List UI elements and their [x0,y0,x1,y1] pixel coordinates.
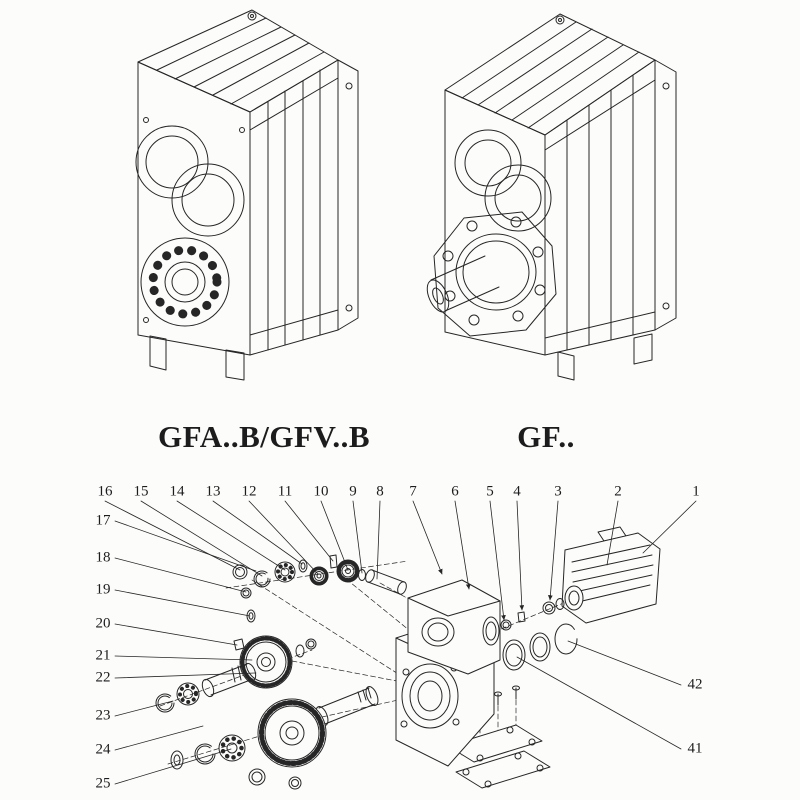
part-label-15: 15 [133,483,149,500]
output-flange [433,211,557,337]
intermediate-gear [239,635,293,689]
circlip [253,570,271,588]
part-label-21: 21 [95,647,111,664]
ball-bearing-mid [176,682,200,706]
part-label-11: 11 [277,483,293,500]
part-label-10: 10 [313,483,329,500]
part-label-3: 3 [554,483,562,500]
seal-rings-group [500,601,578,671]
intermediate-gear-group [155,635,317,713]
output-shaft-exploded [315,686,379,726]
ball-bearing-output [218,734,246,762]
part-label-22: 22 [95,669,111,686]
circlip-output [194,743,216,765]
part-label-20: 20 [95,615,111,632]
gearbox-left-drawing [135,9,359,381]
caption-right-model: GF.. [517,419,575,454]
part-label-7: 7 [409,483,417,500]
input-shaft-parts-group [232,554,407,651]
part-label-12: 12 [241,483,257,500]
part-label-1: 1 [692,483,700,500]
part-label-25: 25 [95,775,111,792]
key [329,554,338,569]
part-label-17: 17 [95,512,111,529]
pinion-shaft [201,662,257,698]
part-label-6: 6 [451,483,459,500]
circlip-mid [155,693,175,713]
small-gear-2 [309,566,329,586]
caption-left-model: GFA..B/GFV..B [157,419,371,454]
lifting-eye [555,15,565,25]
part-label-9: 9 [349,483,357,500]
leader-lines [104,500,697,785]
part-label-42: 42 [687,676,703,693]
gearbox-right-drawing [426,13,677,381]
motor-group [555,526,661,624]
lifting-eye [247,11,257,21]
output-gear [257,698,327,768]
input-boss-circle [135,125,209,199]
output-shaft [426,255,500,313]
part-label-23: 23 [95,707,111,724]
small-gear [336,559,360,583]
part-label-14: 14 [169,483,185,500]
part-label-16: 16 [97,483,113,500]
ball-bearing-small [274,561,296,583]
cover-plate-group [447,685,551,789]
exploded-view [104,500,697,790]
part-label-13: 13 [205,483,221,500]
part-label-24: 24 [95,741,111,758]
part-label-2: 2 [614,483,622,500]
part-label-19: 19 [95,581,111,598]
part-label-8: 8 [376,483,384,500]
second-boss-circle [171,163,245,237]
output-gear-group [170,686,379,790]
output-bearing [140,237,230,327]
housing-group [395,579,501,767]
part-label-5: 5 [486,483,494,500]
part-label-18: 18 [95,549,111,566]
part-label-4: 4 [513,483,521,500]
part-label-41: 41 [687,740,703,757]
